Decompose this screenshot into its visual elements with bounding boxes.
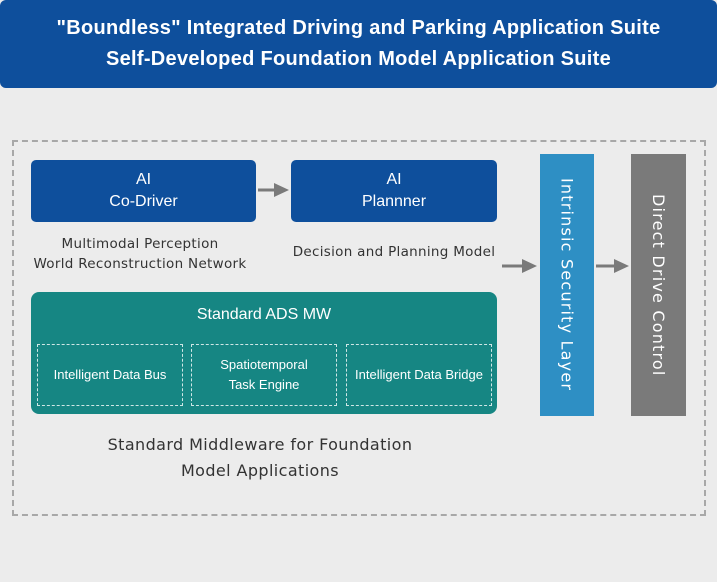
intrinsic-security-layer-bar: Intrinsic Security Layer (540, 154, 594, 416)
mw-module-label: Intelligent Data Bus (53, 367, 167, 382)
middleware-caption-line1: Standard Middleware for Foundation (107, 435, 413, 454)
intrinsic-security-layer-label: Intrinsic Security Layer (557, 178, 577, 392)
mw-module-label: Task Engine (228, 377, 300, 392)
mw-module-label: Intelligent Data Bridge (355, 367, 483, 382)
ai-codriver-box: AI Co-Driver (31, 160, 256, 222)
architecture-frame (12, 140, 706, 516)
arrowhead-to-direct-drive (614, 259, 629, 273)
mw-module-intelligent-data-bus: Intelligent Data Bus (37, 344, 183, 406)
ai-planner-box: AI Plannner (291, 160, 497, 222)
arrowhead-codriver-to-planner (274, 183, 289, 197)
header-title-line2: Self-Developed Foundation Model Applicat… (105, 48, 612, 70)
ai-codriver-line1: AI (135, 171, 152, 188)
mw-module-label: Spatiotemporal (220, 357, 308, 372)
direct-drive-control-bar: Direct Drive Control (631, 154, 686, 416)
header-banner: "Boundless" Integrated Driving and Parki… (0, 0, 717, 88)
direct-drive-control-label: Direct Drive Control (649, 193, 668, 377)
middleware-caption-line2: Model Applications (180, 461, 340, 480)
ai-codriver-caption-line1: Multimodal Perception (61, 236, 219, 252)
middleware-caption: Standard Middleware for Foundation Model… (60, 432, 460, 484)
ai-planner-line2: Plannner (361, 193, 427, 210)
ai-planner-caption: Decision and Planning Model (292, 244, 496, 260)
mw-module-intelligent-data-bridge: Intelligent Data Bridge (346, 344, 492, 406)
mw-module-spatiotemporal-task-engine: Spatiotemporal Task Engine (191, 344, 337, 406)
ai-codriver-caption: Multimodal Perception World Reconstructi… (8, 234, 272, 274)
header-title-line1: "Boundless" Integrated Driving and Parki… (56, 17, 661, 39)
standard-ads-mw-title: Standard ADS MW (196, 306, 332, 323)
arrowhead-to-security-layer (522, 259, 537, 273)
standard-ads-mw-box: Standard ADS MW Intelligent Data Bus Spa… (31, 292, 497, 414)
ai-planner-line1: AI (386, 171, 402, 188)
ai-codriver-caption-line2: World Reconstruction Network (33, 256, 247, 272)
ai-codriver-line2: Co-Driver (109, 193, 178, 210)
